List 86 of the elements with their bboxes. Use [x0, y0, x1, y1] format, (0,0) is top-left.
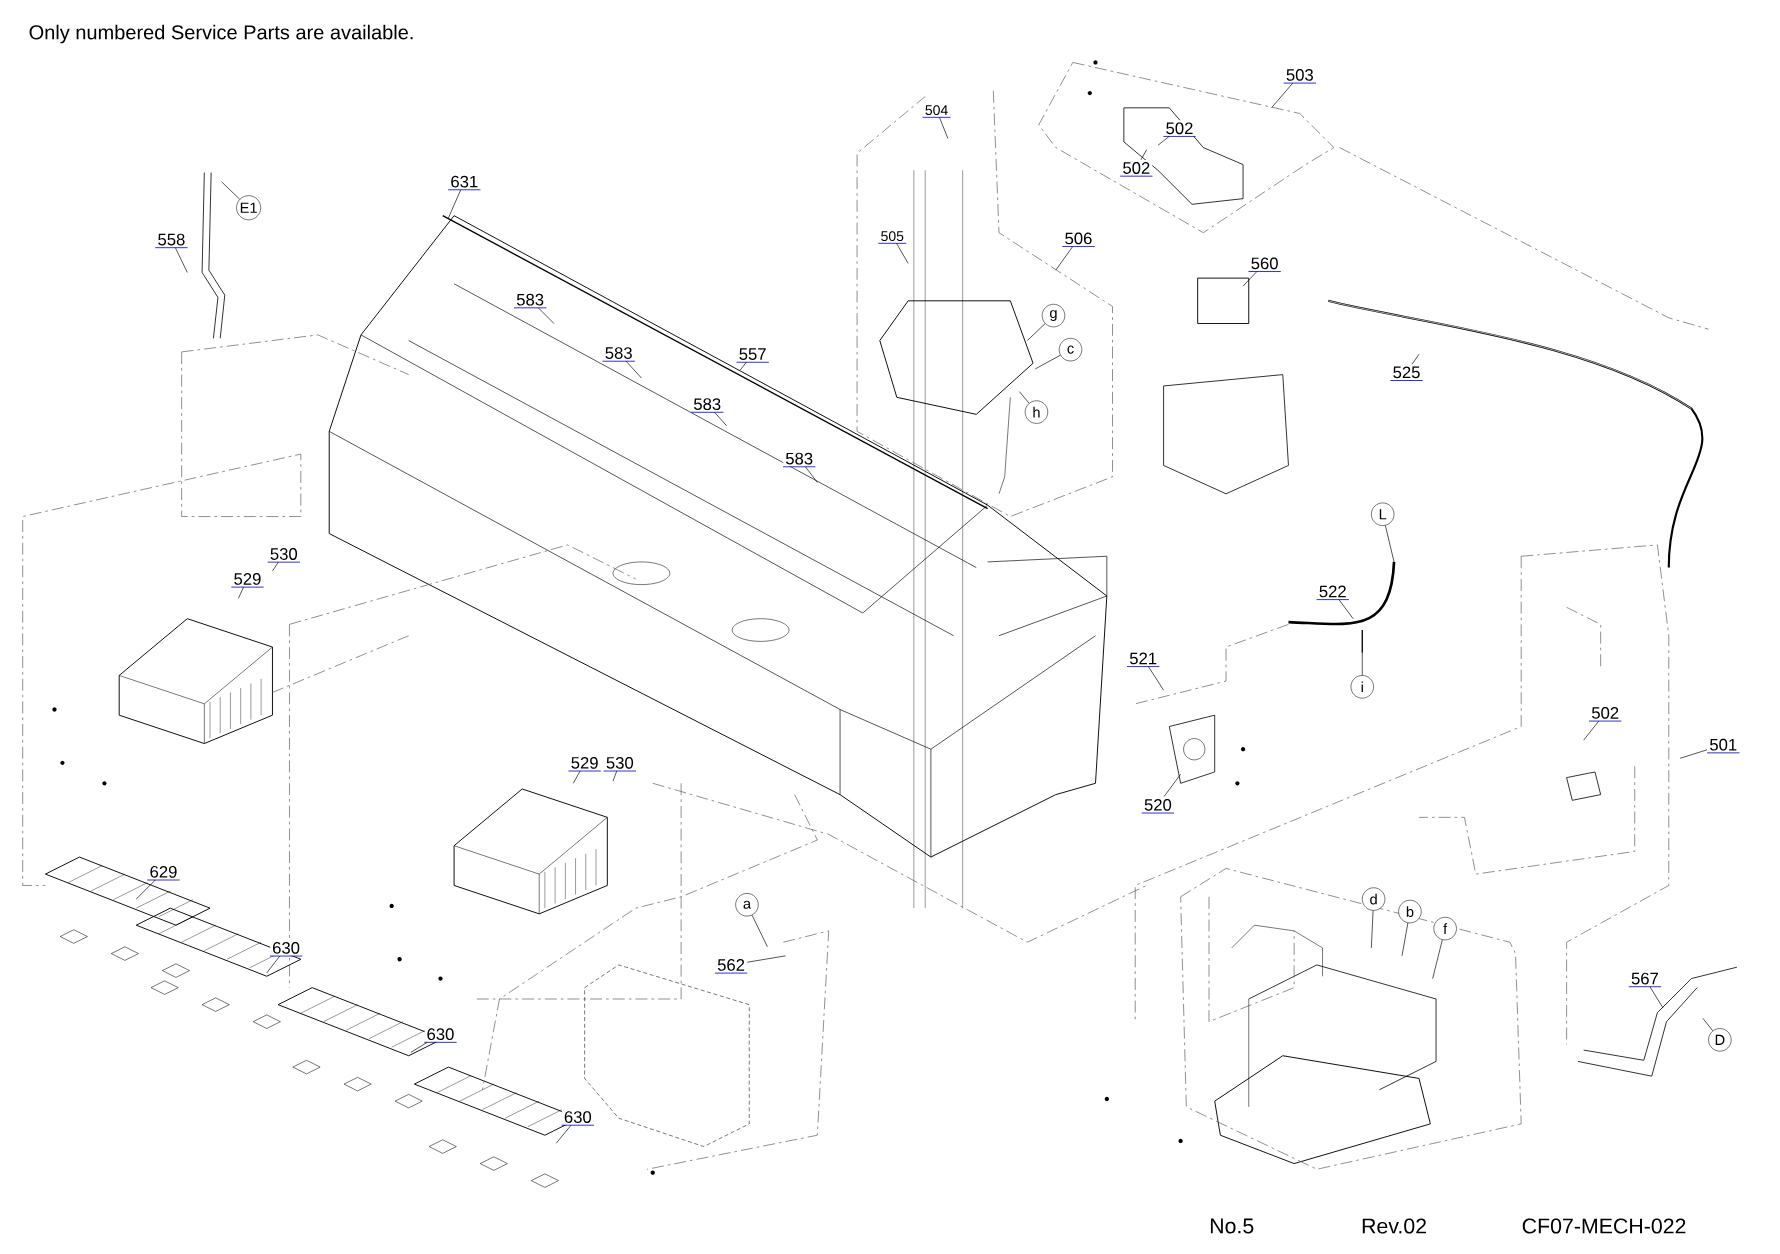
- connector-letter: b: [1398, 899, 1422, 923]
- connector-letter: D: [1708, 1028, 1732, 1052]
- leader-line: [746, 955, 786, 963]
- callout-number: 502: [1119, 159, 1153, 177]
- leader-line: [1019, 391, 1030, 404]
- callout-number: 562: [714, 956, 748, 974]
- leader-line: [1242, 271, 1258, 287]
- callout-number: 502: [1588, 704, 1622, 722]
- leader-line: [555, 1124, 572, 1144]
- leader-line: [410, 1041, 428, 1053]
- leader-line: [1055, 246, 1073, 271]
- leader-line: [1401, 922, 1409, 956]
- callout-number: 530: [267, 545, 301, 563]
- leader-line: [1583, 720, 1600, 741]
- leader-line: [1411, 353, 1420, 365]
- callout-number: 631: [447, 173, 481, 190]
- leader-line: [1027, 323, 1046, 341]
- connector-letter: f: [1433, 916, 1457, 940]
- callout-number: 522: [1316, 583, 1350, 600]
- leader-line: [1140, 149, 1147, 160]
- leader-line: [135, 879, 156, 900]
- leader-line: [714, 411, 727, 426]
- leader-line: [1702, 1017, 1713, 1031]
- callout-number: 502: [1162, 120, 1197, 137]
- leader-line: [1271, 82, 1294, 108]
- leader-line: [266, 955, 281, 973]
- callout-number: 529: [568, 754, 602, 772]
- leader-line: [272, 561, 279, 572]
- callout-number: 520: [1141, 796, 1175, 814]
- leader-line: [572, 770, 581, 784]
- leader-line: [625, 360, 642, 379]
- leader-line: [739, 361, 747, 371]
- callout-number: 560: [1248, 255, 1282, 272]
- leader-line: [1157, 135, 1170, 146]
- callout-number: 506: [1061, 230, 1096, 247]
- callout-number: 583: [690, 396, 724, 413]
- leader-line: [751, 914, 768, 947]
- callout-number: 503: [1283, 66, 1317, 84]
- leader-line: [238, 586, 244, 599]
- leader-line: [1361, 652, 1363, 676]
- leader-line: [1432, 939, 1443, 979]
- connector-letter: a: [735, 892, 759, 917]
- connector-letter: E1: [236, 195, 261, 220]
- leader-line: [1385, 525, 1395, 563]
- leader-line: [1338, 599, 1354, 619]
- leader-line: [221, 181, 240, 200]
- callout-number: 525: [1389, 364, 1424, 381]
- callout-number: 630: [423, 1026, 458, 1043]
- callout-number: 505: [877, 228, 907, 244]
- leader-line: [1679, 749, 1708, 759]
- leader-line: [1371, 910, 1374, 949]
- leader-line: [537, 307, 555, 324]
- connector-letter: d: [1362, 887, 1386, 911]
- callout-number: 521: [1126, 650, 1160, 667]
- leader-line: [1148, 666, 1164, 691]
- leader-line: [1035, 354, 1061, 370]
- leader-line: [448, 189, 462, 219]
- leader-line: [1649, 986, 1664, 1009]
- callout-number: 630: [269, 939, 303, 957]
- connector-letter: i: [1350, 675, 1374, 699]
- connector-letter: L: [1371, 502, 1395, 526]
- callout-number: 583: [602, 344, 636, 362]
- callout-number: 530: [603, 754, 637, 772]
- callout-number: 504: [922, 102, 951, 118]
- connector-letter: h: [1024, 400, 1049, 424]
- callout-number: 501: [1706, 736, 1740, 754]
- callout-number: 557: [736, 346, 770, 363]
- callout-number: 529: [230, 570, 265, 588]
- revision-number: Rev.02: [1362, 1218, 1426, 1234]
- note-text: Only numbered Service Parts are available.: [29, 24, 413, 44]
- callout-number: 630: [561, 1108, 595, 1126]
- document-code: CF07-MECH-022: [1522, 1218, 1686, 1234]
- leader-line: [939, 116, 949, 139]
- callout-number: 583: [782, 450, 816, 467]
- connector-letter: c: [1058, 337, 1083, 362]
- leader-line: [896, 242, 909, 264]
- page-number: No.5: [1210, 1218, 1254, 1234]
- leader-line: [175, 247, 188, 273]
- leader-line: [1163, 773, 1181, 797]
- callout-number: 583: [513, 291, 547, 309]
- callout-number: 567: [1628, 970, 1662, 987]
- connector-letter: g: [1041, 303, 1066, 327]
- callout-number: 558: [154, 231, 188, 248]
- callout-number: 629: [146, 863, 181, 881]
- leader-line: [612, 770, 618, 782]
- leader-line: [805, 466, 818, 483]
